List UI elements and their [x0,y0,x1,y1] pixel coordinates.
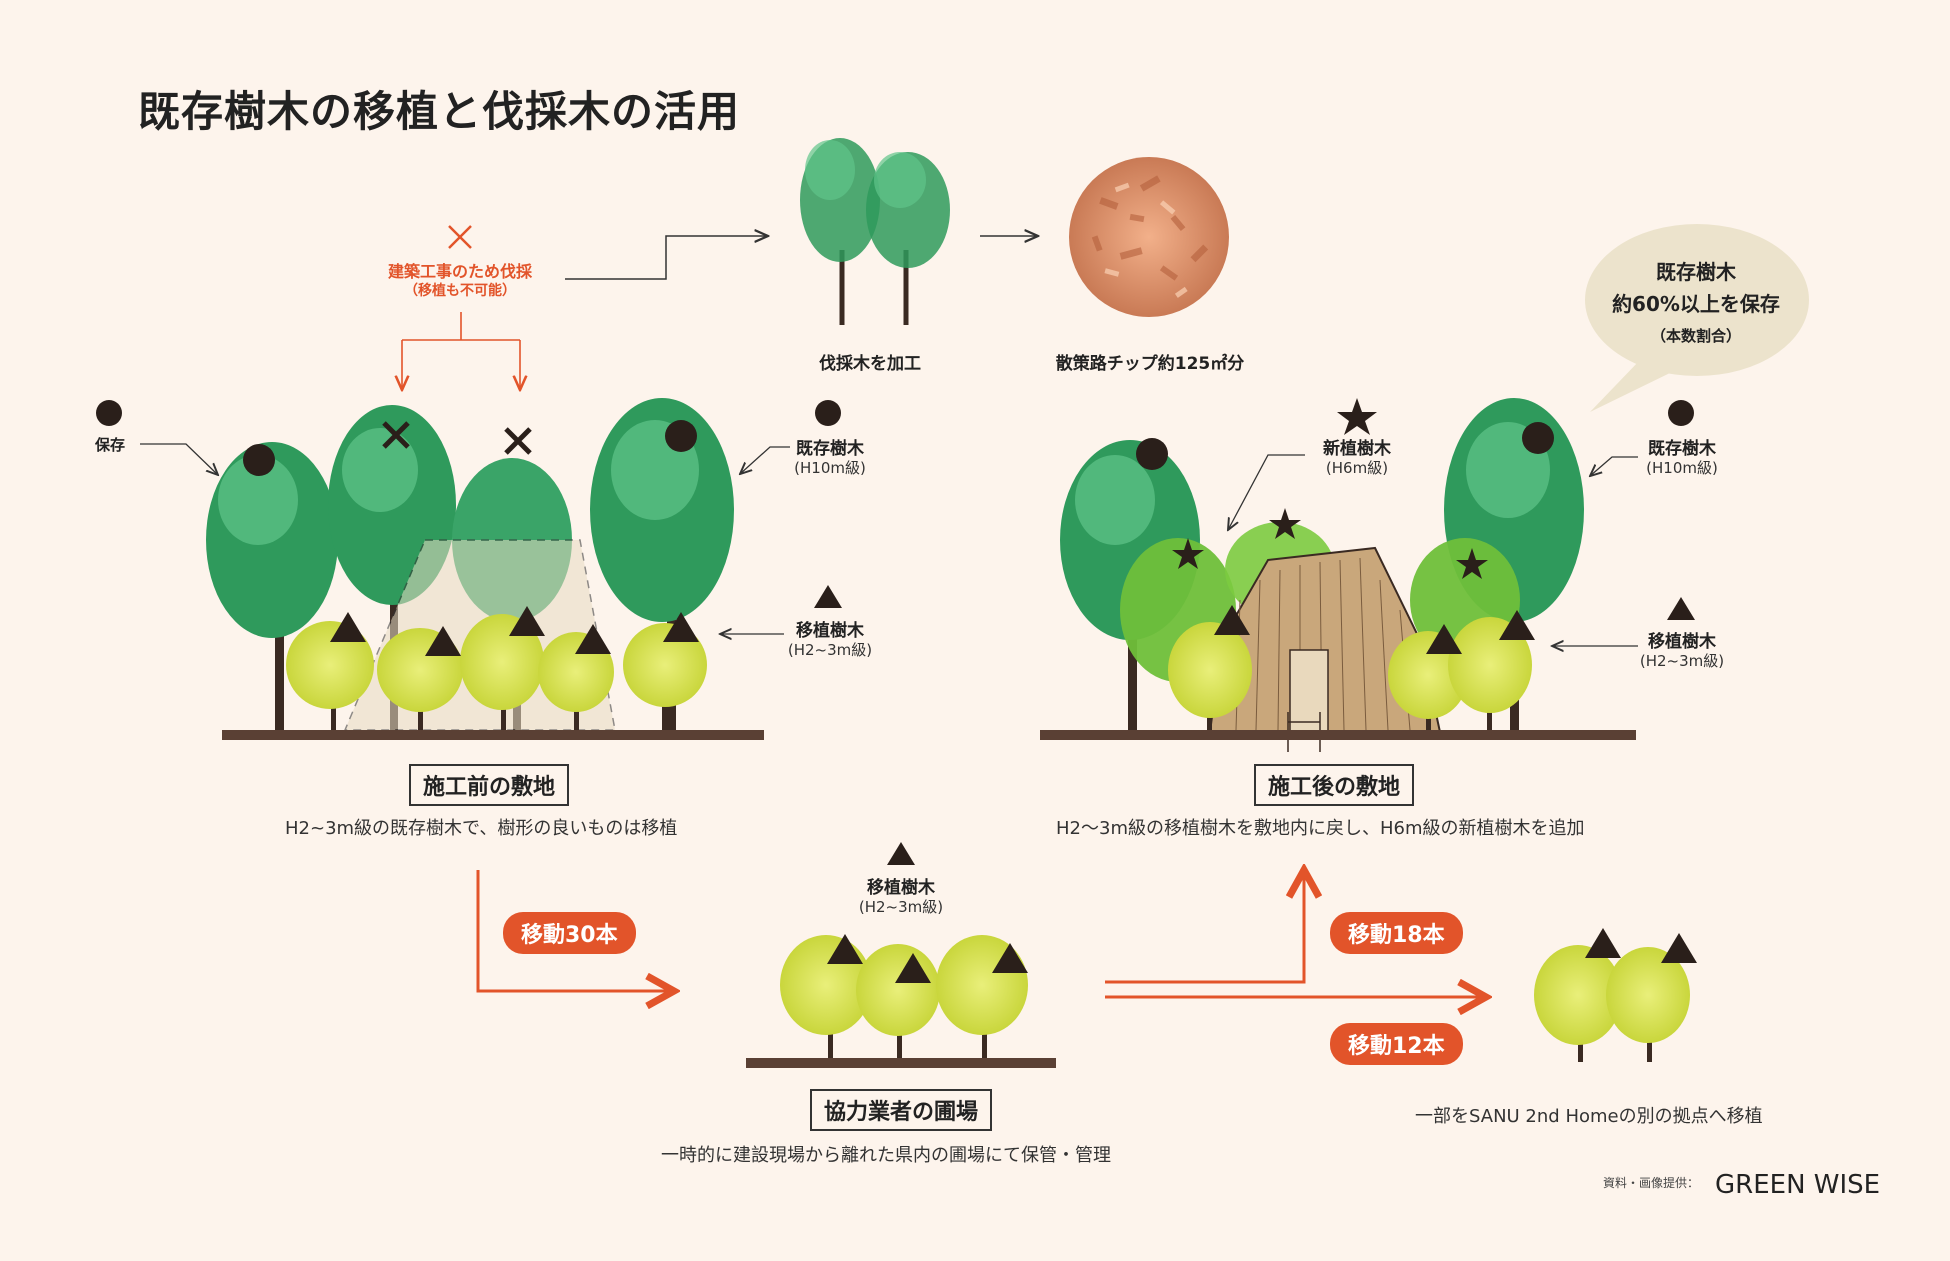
nursery-transplant-label: 移植樹木 [841,873,961,898]
move-to-nursery-badge: 移動30本 [503,912,636,954]
flow-arrow-to-processing [565,236,768,279]
bubble-line2: 約60%以上を保存 [1585,288,1807,320]
felled-reason-label: 建築工事のため伐採 [360,258,560,282]
nursery-legend-triangle-icon [887,842,915,865]
credit-label: 資料・画像提供： [1603,1174,1699,1191]
after-existing-label: 既存樹木 [1622,434,1742,459]
before-transplant-label: 移植樹木 [770,616,890,641]
wood-chip-illustration [1069,157,1229,317]
after-existing-height: (H10m級) [1622,457,1742,478]
after-transplant-label: 移植樹木 [1622,627,1742,652]
after-new-tree-label: 新植樹木 [1297,434,1417,459]
before-existing-height: (H10m級) [770,457,890,478]
preserve-legend-dot-icon [96,400,122,426]
new-tree-pointer-arrow [1228,455,1305,530]
before-transplant-legend-triangle-icon [814,585,842,608]
bubble-line3: （本数割合） [1585,320,1807,352]
move-back-to-site-badge: 移動18本 [1330,912,1463,954]
after-existing-legend-dot-icon [1668,400,1694,426]
before-existing-legend-dot-icon [815,400,841,426]
nursery-caption: 一時的に建設現場から離れた県内の圃場にて保管・管理 [661,1141,1111,1167]
wood-chip-label: 散策路チップ約125㎡分 [1030,349,1270,374]
preserve-pointer-arrow [140,444,218,475]
before-transplant-height: (H2~3m級) [770,639,890,660]
bubble-line1: 既存樹木 [1585,256,1807,288]
after-new-tree-height: (H6m級) [1297,457,1417,478]
move-to-other-site-badge: 移動12本 [1330,1023,1463,1065]
flow-arrow-back-to-site [1105,870,1304,982]
felled-x-icon [449,226,471,248]
bubble-text: 既存樹木 約60%以上を保存 （本数割合） [1585,256,1807,352]
before-existing-label: 既存樹木 [770,434,890,459]
after-site-caption: H2〜3m級の移植樹木を敷地内に戻し、H6m級の新植樹木を追加 [1056,814,1585,840]
after-transplant-legend-triangle-icon [1667,597,1695,620]
after-transplant-height: (H2~3m級) [1622,650,1742,671]
page-title: 既存樹木の移植と伐採木の活用 [138,78,740,139]
felled-bracket-arrows [402,312,520,390]
nursery-box-label: 協力業者の圃場 [810,1089,992,1131]
processed-trees-label: 伐採木を加工 [780,349,960,374]
preserve-label: 保存 [80,434,140,455]
processed-trees-illustration [800,138,950,325]
new-tree-legend-star-icon [1337,398,1377,435]
other-site-caption: 一部をSANU 2nd Homeの別の拠点へ移植 [1415,1102,1763,1128]
felled-reason-note: （移植も不可能） [360,280,560,300]
green-wise-logo: GREEN WISE [1715,1170,1880,1200]
after-site-box-label: 施工後の敷地 [1254,764,1414,806]
before-site-box-label: 施工前の敷地 [409,764,569,806]
nursery-transplant-height: (H2~3m級) [841,896,961,917]
before-site-caption: H2~3m級の既存樹木で、樹形の良いものは移植 [285,814,677,840]
